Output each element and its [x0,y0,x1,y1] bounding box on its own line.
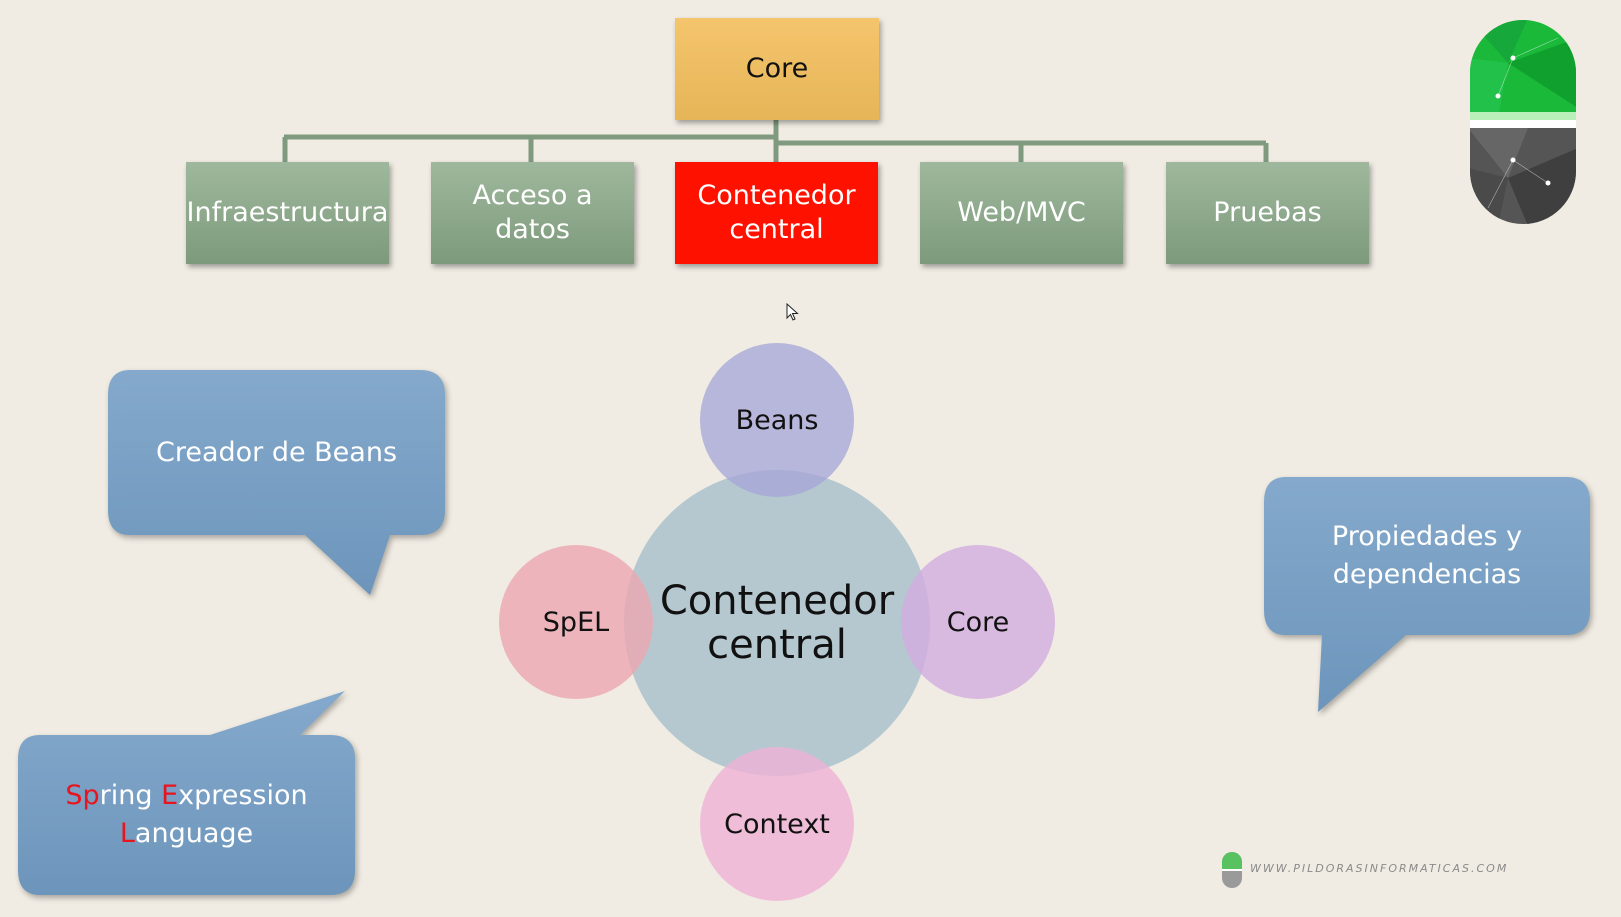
venn-beans-label: Beans [735,404,819,436]
mouse-cursor-icon [786,303,799,321]
core-box-label: Core [745,53,809,84]
callout-spel-shape [18,691,355,895]
module-label: Infraestructura [186,197,389,228]
module-pruebas: Pruebas [1166,162,1369,264]
spel-text-ring: ring [99,780,162,811]
venn-center-circle: Contenedor central [624,470,930,776]
module-label: Web/MVC [957,197,1086,228]
spel-text-xpression: xpression [178,780,308,811]
callout-spel-line2: Language [120,815,253,853]
venn-spel-label: SpEL [542,606,610,638]
callout-props-shape [1264,477,1590,712]
venn-context-label: Context [724,808,830,840]
module-contenedor-central: Contenedor central [675,162,878,264]
callout-props-text: Propiedades y dependencias [1264,477,1590,635]
module-web-mvc: Web/MVC [920,162,1123,264]
module-label: Contenedor central [697,180,856,245]
callout-spel-line1: Spring Expression [65,777,307,815]
spel-highlight-p: p [82,780,100,811]
module-infraestructura: Infraestructura [186,162,389,264]
module-acceso-datos: Acceso a datos [431,162,634,264]
spel-highlight-s: S [65,780,83,811]
callout-spel-text: Spring Expression Language [18,740,355,890]
footer-pill-icon [1222,852,1242,888]
venn-core-circle: Core [901,545,1055,699]
callout-beans-shape [108,370,445,595]
callout-props-line1: Propiedades y [1331,521,1523,552]
spel-highlight-l: L [119,818,135,849]
spel-text-anguage: anguage [134,818,254,849]
pill-logo-icon [1470,20,1576,224]
callout-beans-text: Creador de Beans [155,436,398,468]
venn-spel-circle: SpEL [499,545,653,699]
venn-core-label: Core [946,606,1010,638]
venn-context-circle: Context [700,747,854,901]
spel-highlight-e: E [161,780,179,811]
callout-props-line2: dependencias [1332,559,1522,590]
core-box: Core [675,18,879,120]
module-label: Pruebas [1213,197,1322,228]
venn-beans-circle: Beans [700,343,854,497]
venn-center-label: Contenedor central [659,578,895,668]
footer-url: WWW.PILDORASINFORMATICAS.COM [1250,862,1509,875]
module-label: Acceso a datos [472,180,593,245]
